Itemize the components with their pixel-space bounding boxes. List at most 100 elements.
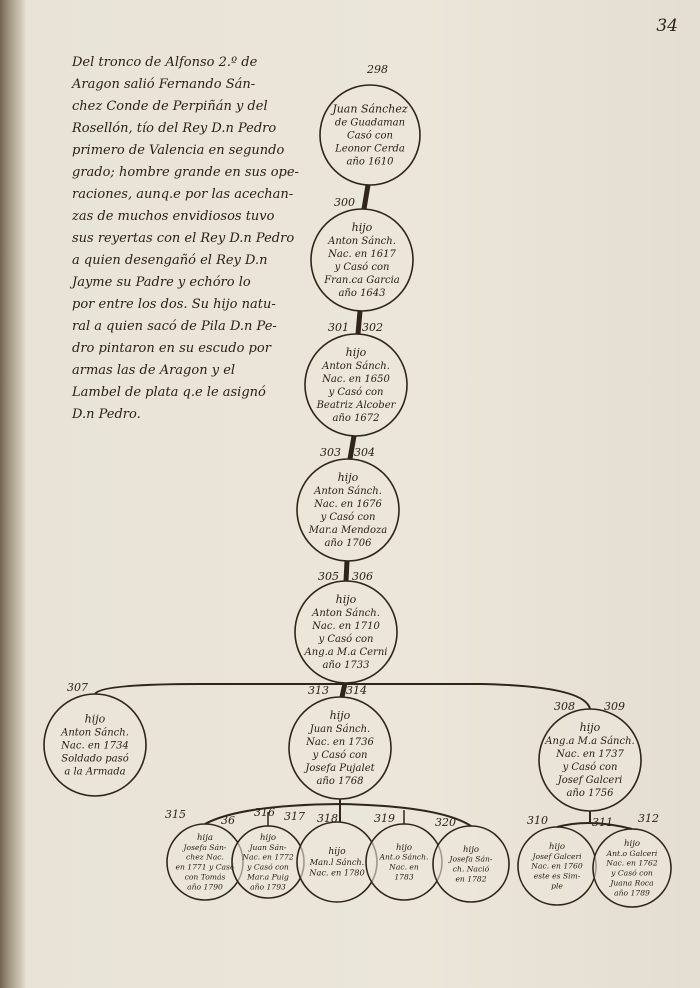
person-number: 301 (328, 321, 349, 334)
person-text-line: Nac. en 1736 (305, 737, 374, 748)
trunk-link (347, 435, 357, 460)
person-text-line: Juana Roca (608, 878, 654, 887)
person-circle (592, 828, 672, 908)
person-text-line: Anton Sánch. (327, 236, 396, 247)
person-text-line: hijo (352, 221, 373, 234)
narrative-line: Del tronco de Alfonso 2.º de (72, 55, 258, 70)
narrative-line: Lambel de plata q.e le asignó (72, 385, 266, 400)
person-text-line: Ant.o Galceri (606, 849, 658, 858)
person-text-line: Josefa Sán- (448, 855, 493, 864)
person-text-line: Juan Sán- (248, 843, 287, 852)
person-text-line: año 1793 (250, 882, 286, 891)
person-circle (43, 693, 147, 797)
person-text-line: Mar.a Mendoza (308, 525, 387, 536)
narrative-line: primero de Valencia en segundo (72, 143, 285, 158)
person-number: 313 (308, 684, 329, 697)
person-text-line: Leonor Cerda (334, 144, 405, 155)
person-circle (319, 84, 421, 186)
person-text-line: y Casó con (318, 634, 374, 645)
narrative-line: grado; hombre grande en sus ope- (72, 165, 299, 180)
person-text-line: en 1782 (455, 874, 486, 883)
person-text-line: Beatriz Alcober (316, 400, 397, 411)
narrative-line: a quien desengañó el Rey D.n (72, 253, 268, 268)
person-text-line: hijo (338, 471, 359, 484)
narrative-line: raciones, aunq.e por las acechan- (72, 187, 294, 202)
narrative-text: Del tronco de Alfonso 2.º de Aragon salió… (72, 52, 304, 426)
person-circle (288, 696, 392, 800)
person-text-line: 1783 (394, 872, 413, 881)
person-text-line: Ang.a M.a Sánch. (544, 736, 634, 747)
person-text-line: Nac. en 1617 (327, 249, 396, 260)
person-text-line: Juan Sánchez (330, 103, 408, 116)
person-text-line: hijo (330, 709, 351, 722)
person-text-line: año 1789 (614, 888, 650, 897)
person-text-line: Ant.o Sánch. (378, 853, 428, 862)
person-number: 303 (320, 446, 341, 459)
narrative-line: por entre los dos. Su hijo natu- (72, 297, 276, 312)
person-text-line: Nac. en 1762 (605, 859, 658, 868)
person-text-line: y Casó con (328, 387, 384, 398)
person-text-line: año 1610 (346, 157, 394, 168)
person-text-line: y Casó con (246, 863, 289, 872)
person-text-line: Mar.a Puig (246, 872, 289, 881)
person-number: 317 (284, 810, 305, 823)
person-number: 308 (554, 700, 575, 713)
narrative-line: Jayme su Padre y echóro lo (72, 275, 251, 290)
narrative-line: chez Conde de Perpiñán y del (72, 99, 268, 114)
person-text-line: hijo (346, 346, 367, 359)
person-circle (296, 458, 400, 562)
person-text-line: Nac. en 1676 (313, 499, 382, 510)
person-text-line: Ang.a M.a Cerni (304, 647, 388, 658)
person-text-line: hijo (85, 713, 106, 726)
narrative-line: Aragon salió Fernando Sán- (72, 77, 256, 92)
person-number: 305 (318, 570, 339, 583)
person-text-line: año 1672 (332, 413, 379, 424)
person-number: 298 (366, 63, 388, 76)
person-text-line: Casó con (347, 131, 393, 142)
person-text-line: año 1768 (316, 776, 363, 787)
person-text-line: hijo (624, 839, 640, 849)
person-number: 302 (362, 321, 383, 334)
narrative-line: armas las de Aragon y el (72, 363, 236, 378)
person-text-line: de Guadaman (335, 118, 405, 129)
person-text-line: Anton Sánch. (313, 486, 382, 497)
person-text-line: hijo (580, 721, 601, 734)
narrative-line: dro pintaron en su escudo por (72, 341, 271, 356)
person-text-line: Nac. en 1734 (60, 741, 129, 752)
person-circle (538, 708, 642, 812)
person-text-line: hijo (260, 833, 276, 843)
person-number: 311 (592, 816, 613, 829)
person-text-line: Nac. en (388, 863, 419, 872)
narrative-line: zas de muchos envidiosos tuvo (72, 209, 275, 224)
person-text-line: chez Nac. (186, 853, 224, 862)
person-number: 306 (352, 570, 373, 583)
person-number: 300 (334, 196, 355, 209)
person-text-line: hijo (328, 846, 346, 857)
person-number: 318 (317, 812, 338, 825)
person-text-line: hija (197, 833, 213, 843)
person-text-line: Nac. en 1760 (530, 862, 583, 871)
trunk-link (361, 184, 371, 210)
person-circle (294, 580, 398, 684)
person-text-line: en 1771 y Casó (175, 863, 234, 872)
narrative-line: Rosellón, tío del Rey D.n Pedro (72, 121, 277, 136)
person-text-line: Anton Sánch. (60, 728, 129, 739)
person-text-line: Nac. en 1780 (308, 868, 364, 878)
person-text-line: Anton Sánch. (311, 608, 380, 619)
person-number: 320 (435, 816, 456, 829)
person-text-line: hijo (463, 845, 479, 855)
person-text-line: hijo (549, 842, 565, 852)
person-number: 36 (221, 814, 235, 827)
person-text-line: y Casó con (320, 512, 376, 523)
book-binding (0, 0, 26, 988)
